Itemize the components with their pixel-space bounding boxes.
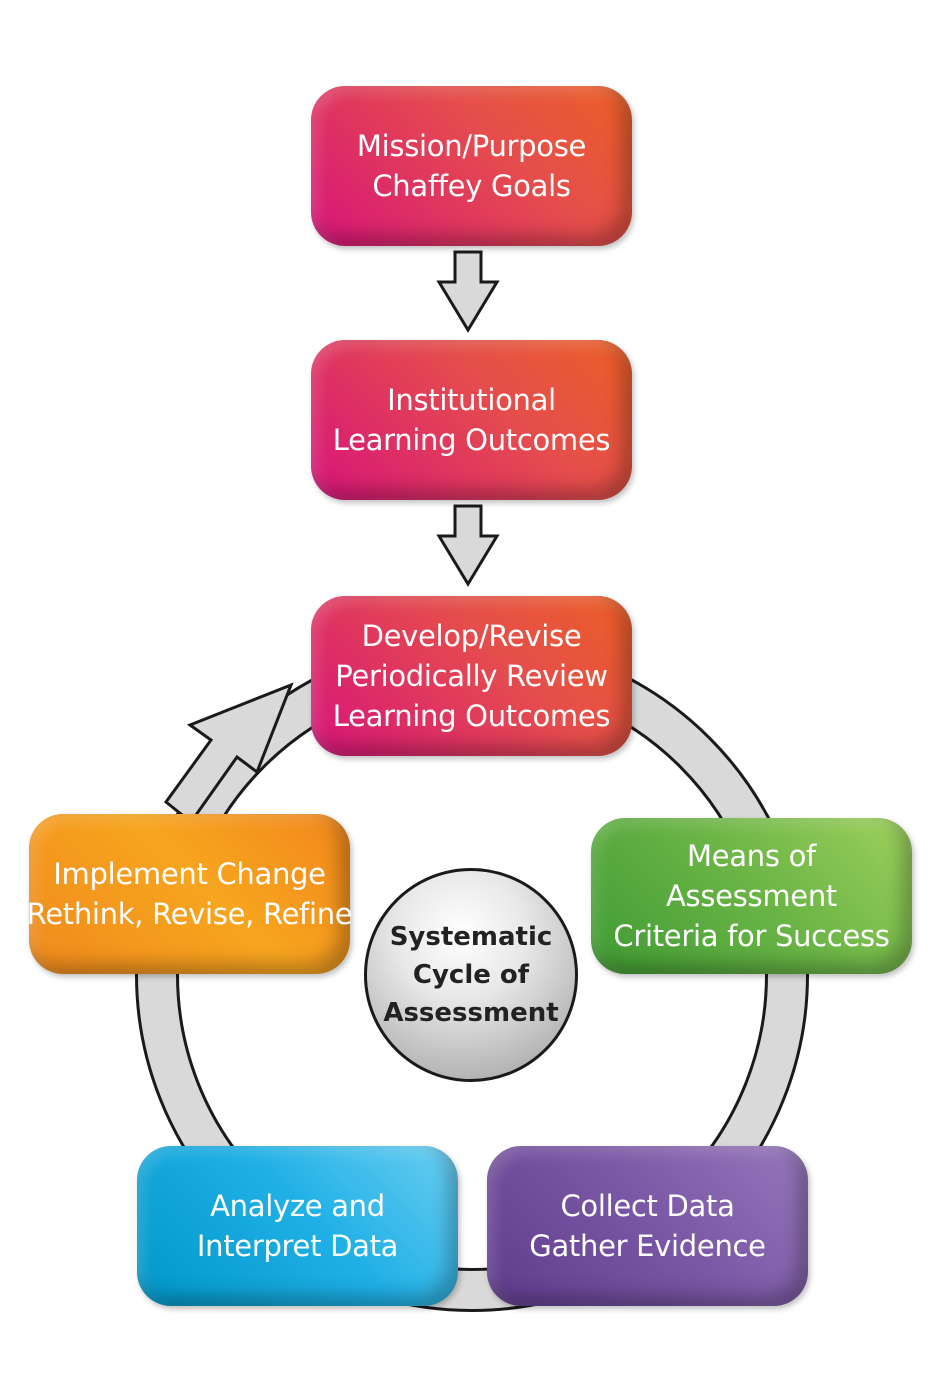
box-line: Rethink, Revise, Refine: [26, 897, 353, 931]
box-line: Analyze and: [210, 1189, 385, 1223]
means-of-assessment-box: Means of Assessment Criteria for Success: [591, 818, 912, 974]
box-line: Periodically Review: [335, 659, 608, 693]
center-line: Assessment: [383, 998, 559, 1028]
center-line: Cycle of: [412, 960, 530, 990]
box-line: Means of: [687, 839, 816, 873]
down-arrow-icon: [436, 504, 500, 587]
collect-data-box: Collect Data Gather Evidence: [487, 1146, 808, 1306]
analyze-data-box: Analyze and Interpret Data: [137, 1146, 458, 1306]
box-line: Implement Change: [53, 857, 326, 891]
down-arrow-icon: [436, 250, 500, 333]
box-line: Assessment: [666, 879, 837, 913]
center-line: Systematic: [389, 922, 553, 952]
box-line: Interpret Data: [196, 1229, 399, 1263]
mission-purpose-box: Mission/Purpose Chaffey Goals: [311, 86, 632, 246]
box-line: Learning Outcomes: [332, 699, 611, 733]
box-line: Criteria for Success: [613, 919, 890, 953]
box-line: Collect Data: [560, 1189, 735, 1223]
box-line: Institutional: [387, 383, 556, 417]
box-line: Gather Evidence: [529, 1229, 766, 1263]
box-line: Develop/Revise: [361, 619, 582, 653]
develop-revise-box: Develop/Revise Periodically Review Learn…: [311, 596, 632, 756]
box-line: Chaffey Goals: [372, 169, 571, 203]
cycle-arrowhead: [163, 682, 294, 825]
institutional-outcomes-box: Institutional Learning Outcomes: [311, 340, 632, 500]
box-line: Learning Outcomes: [332, 423, 611, 457]
box-line: Mission/Purpose: [356, 129, 587, 163]
center-cycle-label: Systematic Cycle of Assessment: [364, 868, 578, 1082]
implement-change-box: Implement Change Rethink, Revise, Refine: [26, 814, 353, 974]
